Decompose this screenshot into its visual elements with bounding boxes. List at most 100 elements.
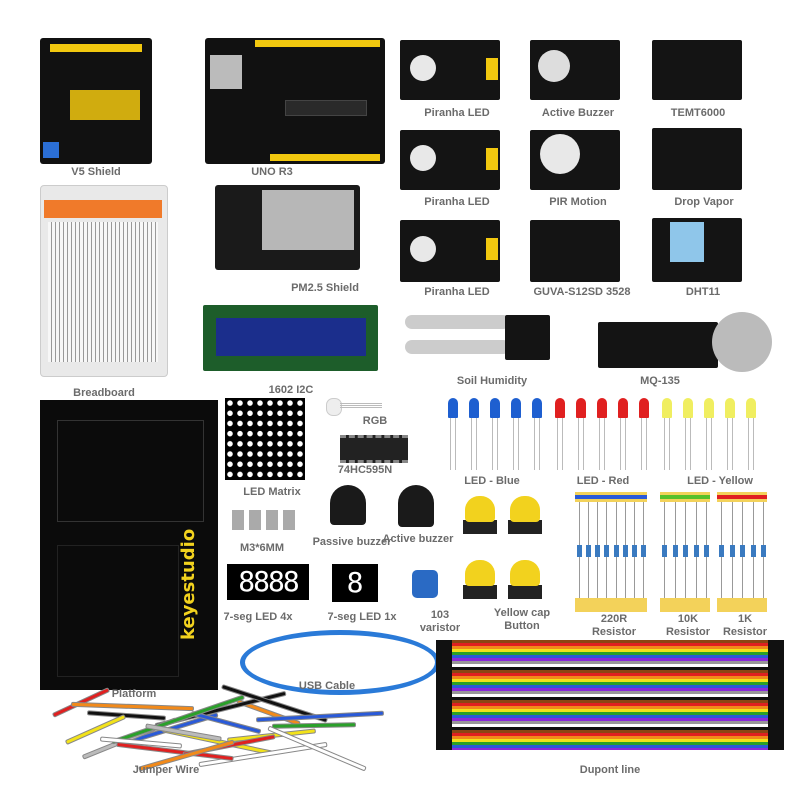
header-pins	[255, 40, 380, 47]
resistor-body	[693, 545, 699, 557]
led-leg	[685, 418, 686, 470]
led-leg	[497, 418, 498, 470]
led-leg	[625, 418, 626, 470]
led-leg	[711, 418, 712, 470]
resistor-body	[586, 545, 592, 557]
label-seg1: 7-seg LED 1x	[327, 611, 397, 623]
label-passive-buzzer: Passive buzzer	[312, 536, 392, 548]
resistor-tape	[717, 598, 767, 612]
led-leg	[706, 418, 707, 470]
led-leg	[583, 418, 584, 470]
platform-window	[57, 420, 204, 522]
led-leg	[476, 418, 477, 470]
led	[639, 398, 649, 418]
label-screw: M3*6MM	[239, 542, 285, 554]
led-leg	[513, 418, 514, 470]
led-leg	[539, 418, 540, 470]
seven-seg-1x: 8	[332, 564, 378, 602]
ic-chip	[340, 435, 408, 463]
resistor-body	[672, 545, 678, 557]
label-led-yellow: LED - Yellow	[687, 475, 753, 487]
label-pir-motion: PIR Motion	[549, 196, 607, 208]
led	[725, 398, 735, 418]
label-breadboard: Breadboard	[73, 387, 135, 399]
label-r10k: 10K Resistor	[665, 613, 711, 638]
header-pins	[270, 154, 380, 161]
varistor	[412, 570, 438, 598]
resistor-band	[575, 495, 647, 499]
led	[469, 398, 479, 418]
resistor-body	[604, 545, 610, 557]
guva-module	[530, 220, 620, 282]
breadboard-holes	[48, 222, 158, 362]
label-jumper: Jumper Wire	[132, 764, 200, 776]
led-leg	[753, 418, 754, 470]
led	[704, 398, 714, 418]
label-guva: GUVA-S12SD 3528	[533, 286, 631, 298]
label-drop-vapor: Drop Vapor	[674, 196, 734, 208]
led-leg	[534, 418, 535, 470]
led-leg	[604, 418, 605, 470]
usb-port	[210, 55, 242, 89]
resistor-body	[750, 545, 756, 557]
led	[597, 398, 607, 418]
drop-vapor-module	[652, 128, 742, 190]
dust-sensor	[262, 190, 354, 250]
led-leg	[599, 418, 600, 470]
header-pins	[50, 44, 142, 52]
led	[532, 398, 542, 418]
chip	[285, 100, 367, 116]
label-temt6000: TEMT6000	[670, 107, 726, 119]
dht11-sensor	[670, 222, 704, 262]
push-button	[465, 496, 495, 522]
label-dupont: Dupont line	[579, 764, 641, 776]
label-piranha-led: Piranha LED	[424, 196, 490, 208]
led	[746, 398, 756, 418]
led-lens	[410, 236, 436, 262]
dupont-connectors	[768, 640, 784, 750]
led-leg	[562, 418, 563, 470]
temt6000-module	[652, 40, 742, 100]
label-soil: Soil Humidity	[456, 375, 528, 387]
led	[618, 398, 628, 418]
led-leg	[748, 418, 749, 470]
platform-area	[57, 545, 179, 677]
led-leg	[732, 418, 733, 470]
led	[576, 398, 586, 418]
label-r1k: 1K Resistor	[722, 613, 768, 638]
label-led-red: LED - Red	[576, 475, 630, 487]
led-leg	[620, 418, 621, 470]
label-varistor: 103 varistor	[419, 609, 461, 634]
label-dht11: DHT11	[685, 286, 721, 298]
label-button: Yellow cap Button	[493, 607, 551, 632]
resistor-body	[641, 545, 646, 557]
resistor-body	[631, 545, 637, 557]
label-led-matrix: LED Matrix	[243, 486, 301, 498]
jumper-wire	[86, 710, 167, 721]
label-seg4: 7-seg LED 4x	[223, 611, 293, 623]
led-leg	[557, 418, 558, 470]
led-leg	[641, 418, 642, 470]
soil-probe	[405, 315, 510, 329]
label-piranha-led: Piranha LED	[424, 286, 490, 298]
resistor-tape	[575, 598, 647, 612]
label-pm25: PM2.5 Shield	[291, 282, 359, 294]
resistor-body	[577, 545, 582, 557]
dupont-connectors	[436, 640, 452, 750]
resistor-band	[660, 495, 710, 499]
label-v5-shield: V5 Shield	[71, 166, 121, 178]
label-piranha-led: Piranha LED	[424, 107, 490, 119]
terminal-block	[43, 142, 59, 158]
active-buzzer	[398, 485, 434, 527]
resistor-body	[595, 545, 601, 557]
header-pins	[486, 58, 498, 80]
rgb-led-legs	[340, 402, 382, 408]
label-ic: 74HC595N	[337, 464, 393, 476]
dupont-wires	[450, 640, 770, 750]
resistor-body	[613, 545, 619, 557]
led-lens	[410, 145, 436, 171]
soil-module	[505, 315, 550, 360]
led	[511, 398, 521, 418]
jumper-wire	[190, 710, 262, 735]
